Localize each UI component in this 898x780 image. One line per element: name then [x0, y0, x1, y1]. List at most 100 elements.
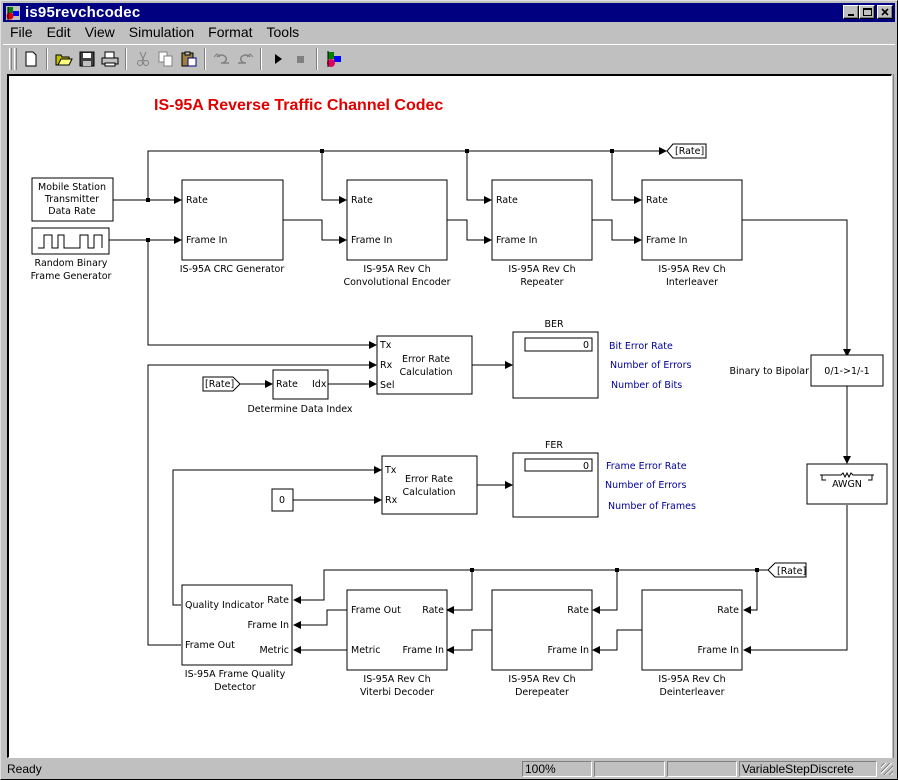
block-binary-to-bipolar[interactable]: Binary to Bipolar 0/1->1/-1 — [730, 354, 884, 387]
block-label: Error Rate — [402, 354, 450, 365]
branch-points — [146, 149, 759, 572]
print-button[interactable] — [98, 48, 121, 70]
block-label: Rx — [380, 360, 393, 371]
line-rate-to-conv[interactable] — [321, 151, 347, 204]
resize-grip-icon[interactable] — [881, 763, 893, 775]
block-ber-display[interactable]: BER 0 Bit Error Rate Number of Errors Nu… — [512, 319, 692, 399]
menu-bar: File Edit View Simulation Format Tools — [3, 23, 895, 42]
save-icon — [79, 51, 94, 66]
line-rate-to-deintl[interactable] — [743, 570, 758, 614]
from-rate-tag-ddi[interactable]: [Rate] — [202, 376, 241, 392]
block-label: Transmitter — [44, 194, 99, 205]
block-deinterleaver[interactable]: Rate Frame In IS-95A Rev Ch Deinterleave… — [641, 589, 743, 698]
toolbar-separator — [204, 47, 206, 70]
block-label: Tx — [379, 340, 392, 351]
menu-tools[interactable]: Tools — [266, 24, 300, 40]
start-simulation-button[interactable] — [266, 48, 289, 70]
block-awgn-channel[interactable]: AWGN — [806, 463, 888, 505]
block-label: Viterbi Decoder — [360, 687, 434, 698]
close-button[interactable] — [877, 5, 893, 19]
block-repeater[interactable]: Rate Frame In IS-95A Rev Ch Repeater — [491, 179, 593, 288]
block-label: IS-95A Rev Ch — [363, 674, 430, 685]
line-rate-bus-bottom[interactable] — [293, 569, 768, 604]
cut-button[interactable] — [131, 48, 154, 70]
block-shape — [470, 568, 474, 572]
line-rate-bus[interactable] — [147, 147, 667, 200]
block-label: Frame In — [548, 645, 589, 656]
menu-simulation[interactable]: Simulation — [128, 24, 195, 40]
line-rep-to-intl[interactable] — [592, 219, 642, 244]
block-shape — [146, 198, 150, 202]
from-rate-tag-bottom[interactable]: [Rate] — [767, 562, 807, 578]
new-file-icon — [25, 51, 36, 66]
title-bar[interactable]: is95revchcodec — [3, 3, 895, 22]
menu-view[interactable]: View — [84, 24, 115, 40]
line-rx-err1[interactable] — [147, 361, 377, 646]
block-label: Rate — [567, 605, 589, 616]
block-viterbi-decoder[interactable]: Frame Out Metric Rate Frame In IS-95A Re… — [346, 589, 448, 698]
paste-button[interactable] — [177, 48, 200, 70]
line-awgn-to-deintl[interactable] — [743, 505, 848, 654]
new-file-button[interactable] — [19, 48, 42, 70]
copy-button[interactable] — [154, 48, 177, 70]
block-label: IS-95A Rev Ch — [363, 264, 430, 275]
block-label: FER — [545, 440, 563, 451]
model-canvas[interactable]: IS-95A Reverse Traffic Channel Codec — [7, 74, 892, 758]
simulink-app-icon[interactable] — [5, 5, 21, 21]
block-label: IS-95A Frame Quality — [185, 669, 286, 680]
block-error-rate-calc-ber[interactable]: Tx Rx Sel Error Rate Calculation — [376, 335, 473, 395]
menu-file[interactable]: File — [10, 24, 33, 40]
block-determine-data-index[interactable]: Rate Idx Determine Data Index — [247, 369, 353, 415]
line-derep-to-vit[interactable] — [446, 629, 492, 654]
library-browser-button[interactable] — [322, 48, 345, 70]
block-crc-generator[interactable]: Rate Frame In IS-95A CRC Generator — [180, 179, 285, 275]
block-random-binary-generator[interactable]: Random Binary Frame Generator — [31, 227, 112, 282]
stop-simulation-button[interactable] — [289, 48, 312, 70]
line-crc-to-conv[interactable] — [283, 219, 347, 244]
line-intl-to-b2b[interactable] — [742, 219, 851, 357]
line-rate-to-intl[interactable] — [611, 151, 642, 204]
goto-rate-tag[interactable]: [Rate] — [666, 143, 707, 159]
block-diagram[interactable]: IS-95A Reverse Traffic Channel Codec — [7, 74, 892, 758]
shape — [881, 8, 889, 16]
block-derepeater[interactable]: Rate Frame In IS-95A Rev Ch Derepeater — [491, 589, 593, 698]
block-shape — [146, 238, 150, 242]
block-label: Rate — [351, 195, 373, 206]
block-ms-data-rate[interactable]: Mobile Station Transmitter Data Rate — [31, 177, 114, 222]
block-shape — [296, 55, 304, 63]
block-label: Frame In — [248, 620, 289, 631]
maximize-button[interactable] — [859, 5, 875, 19]
block-shape — [491, 589, 593, 671]
status-panel-2 — [594, 761, 665, 777]
line-rate-to-vit[interactable] — [446, 570, 473, 614]
print-icon — [101, 51, 118, 66]
toolbar-grip-2 — [14, 47, 17, 70]
save-button[interactable] — [75, 48, 98, 70]
block-label: Metric — [259, 645, 289, 656]
undo-button[interactable] — [210, 48, 233, 70]
line-deintl-to-derep[interactable] — [592, 629, 642, 654]
line-rate-to-derep[interactable] — [592, 570, 618, 614]
block-convolutional-encoder[interactable]: Rate Frame In IS-95A Rev Ch Convolutiona… — [343, 179, 451, 288]
minimize-icon — [848, 14, 854, 16]
menu-format[interactable]: Format — [208, 24, 253, 40]
line-conv-to-rep[interactable] — [447, 219, 492, 244]
line-vit-to-fqd-frame[interactable] — [293, 609, 347, 629]
pulse-waveform-icon — [38, 234, 103, 249]
block-interleaver[interactable]: Rate Frame In IS-95A Rev Ch Interleaver — [641, 179, 743, 288]
block-shape — [184, 51, 190, 55]
block-frame-quality-detector[interactable]: Quality Indicator Frame Out Rate Frame I… — [181, 584, 293, 693]
toolbar-grip[interactable] — [9, 47, 12, 70]
block-fer-display[interactable]: FER 0 Frame Error Rate Number of Errors … — [512, 440, 696, 518]
minimize-button[interactable] — [843, 5, 859, 19]
block-constant-zero[interactable]: 0 — [271, 488, 294, 512]
toolbar-separator — [46, 47, 48, 70]
block-label: 0/1->1/-1 — [824, 366, 869, 377]
menu-edit[interactable]: Edit — [46, 24, 71, 40]
line-qi-to-err2[interactable] — [172, 466, 382, 606]
block-error-rate-calc-fer[interactable]: Tx Rx Error Rate Calculation — [381, 455, 478, 515]
line-tx-err1[interactable] — [147, 240, 377, 349]
redo-button[interactable] — [233, 48, 256, 70]
line-rate-to-rep[interactable] — [466, 151, 492, 204]
open-button[interactable] — [52, 48, 75, 70]
